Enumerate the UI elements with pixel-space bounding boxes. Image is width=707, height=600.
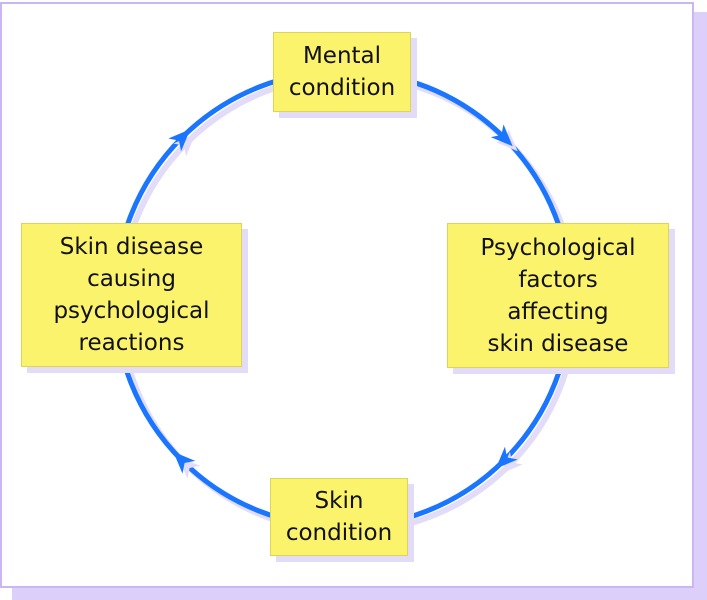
node-line: affecting bbox=[507, 298, 609, 325]
node-line: Mental bbox=[302, 43, 382, 69]
node-mental-condition: Mental condition bbox=[273, 32, 411, 112]
node-skin-condition: Skin condition bbox=[270, 478, 408, 556]
arrowhead-icon bbox=[490, 124, 513, 147]
node-line: skin disease bbox=[487, 330, 629, 357]
node-line: causing bbox=[87, 266, 176, 292]
node-line: psychological bbox=[53, 298, 210, 324]
node-line: Psychological bbox=[480, 234, 636, 261]
node-psychological-factors: Psychological factors affecting skin dis… bbox=[447, 223, 669, 368]
arrowhead-shadow bbox=[173, 134, 196, 157]
node-line: condition bbox=[285, 520, 393, 546]
node-line: Skin bbox=[314, 488, 364, 514]
arrowhead-icon bbox=[168, 129, 191, 152]
arrowhead-icon bbox=[495, 446, 518, 469]
arrowhead-icon bbox=[173, 451, 196, 474]
node-line: reactions bbox=[78, 330, 185, 356]
node-skin-disease-reactions: Skin disease causing psychological react… bbox=[21, 223, 242, 367]
node-line: factors bbox=[518, 266, 598, 293]
node-line: condition bbox=[288, 75, 396, 101]
node-line: Skin disease bbox=[59, 234, 204, 260]
arrowhead-shadow bbox=[500, 451, 523, 474]
